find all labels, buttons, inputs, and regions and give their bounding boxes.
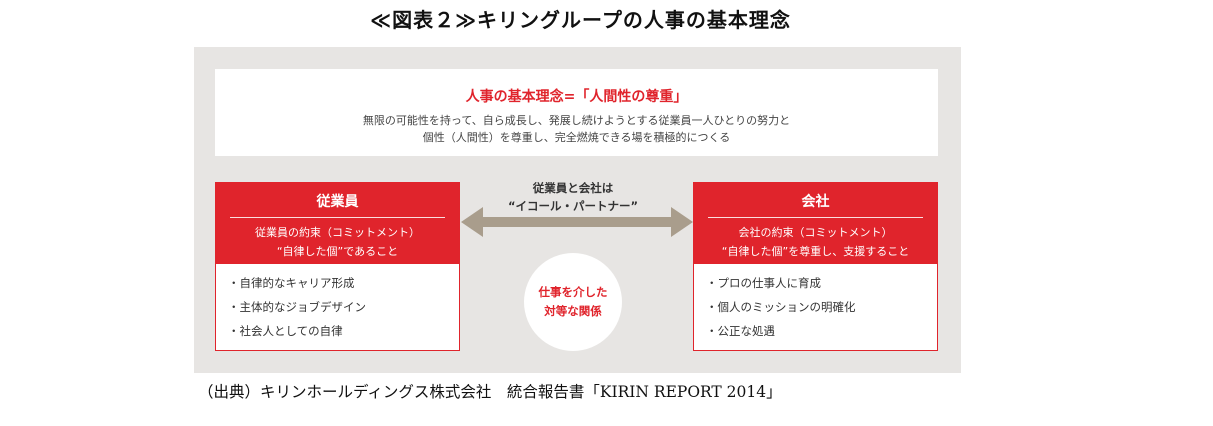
company-list: ・プロの仕事人に育成 ・個人のミッションの明確化 ・公正な処遇	[694, 264, 937, 343]
company-promise-line-2: “自律した個”を尊重し、支援すること	[721, 245, 910, 258]
circle-line-1: 仕事を介した	[538, 285, 608, 299]
double-arrow-shape	[461, 207, 693, 237]
principle-box: 人事の基本理念=「人間性の尊重」 無限の可能性を持って、自ら成長し、発展し続けよ…	[215, 69, 938, 156]
employee-list-item: ・社会人としての自律	[228, 324, 343, 338]
relation-line-1: 従業員と会社は	[532, 181, 614, 195]
diagram-panel: 人事の基本理念=「人間性の尊重」 無限の可能性を持って、自ら成長し、発展し続けよ…	[194, 47, 961, 373]
company-card-header: 会社 会社の約束（コミットメント） “自律した個”を尊重し、支援すること	[694, 183, 937, 264]
source-citation: （出典）キリンホールディングス株式会社 統合報告書「KIRIN REPORT 2…	[198, 383, 782, 401]
employee-promise: 従業員の約束（コミットメント） “自律した個”であること	[216, 223, 459, 261]
company-list-item: ・プロの仕事人に育成	[706, 276, 821, 290]
employee-promise-line-1: 従業員の約束（コミットメント）	[255, 226, 420, 239]
employee-list-item: ・自律的なキャリア形成	[228, 276, 355, 290]
principle-description: 無限の可能性を持って、自ら成長し、発展し続けようとする従業員一人ひとりの努力と …	[215, 112, 938, 146]
equal-relationship-circle: 仕事を介した 対等な関係	[524, 253, 622, 351]
employee-title: 従業員	[316, 194, 359, 210]
principle-line-1: 無限の可能性を持って、自ら成長し、発展し続けようとする従業員一人ひとりの努力と	[362, 114, 791, 127]
company-header-divider	[708, 217, 923, 218]
employee-card-header: 従業員 従業員の約束（コミットメント） “自律した個”であること	[216, 183, 459, 264]
company-title: 会社	[801, 194, 830, 210]
circle-line-2: 対等な関係	[544, 304, 602, 318]
double-arrow-icon	[461, 207, 693, 237]
company-list-item: ・個人のミッションの明確化	[706, 300, 856, 314]
company-promise: 会社の約束（コミットメント） “自律した個”を尊重し、支援すること	[694, 223, 937, 261]
employee-header-divider	[230, 217, 445, 218]
principle-line-2: 個性（人間性）を尊重し、完全燃焼できる場を積極的につくる	[422, 131, 731, 144]
relation-label: 従業員と会社は “イコール・パートナー”	[468, 179, 678, 215]
company-list-item: ・公正な処遇	[706, 324, 775, 338]
figure-title: ≪図表２≫キリングループの人事の基本理念	[370, 8, 791, 32]
employee-list: ・自律的なキャリア形成 ・主体的なジョブデザイン ・社会人としての自律	[216, 264, 459, 343]
employee-promise-line-2: “自律した個”であること	[276, 245, 399, 258]
relation-line-2: “イコール・パートナー”	[507, 199, 639, 213]
company-promise-line-1: 会社の約束（コミットメント）	[738, 226, 893, 239]
principle-title: 人事の基本理念=「人間性の尊重」	[465, 89, 688, 105]
employee-list-item: ・主体的なジョブデザイン	[228, 300, 366, 314]
employee-card: 従業員 従業員の約束（コミットメント） “自律した個”であること ・自律的なキャ…	[215, 182, 460, 351]
company-card: 会社 会社の約束（コミットメント） “自律した個”を尊重し、支援すること ・プロ…	[693, 182, 938, 351]
circle-text: 仕事を介した 対等な関係	[539, 283, 608, 321]
